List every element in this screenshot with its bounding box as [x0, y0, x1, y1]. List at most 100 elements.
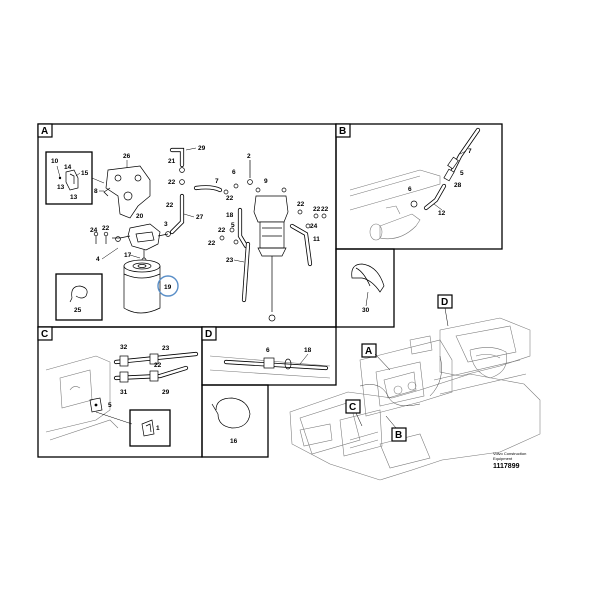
- callout-a-29: 29: [198, 145, 206, 152]
- bolt-set-left: [93, 231, 120, 244]
- overview-tag-b: [391, 427, 407, 442]
- callout-a-22-center2: 22: [208, 240, 216, 247]
- callout-a-9: 9: [264, 178, 268, 185]
- callout-a-17: 17: [124, 252, 132, 259]
- overview-label-c: C: [349, 402, 356, 413]
- callout-c-23: 23: [162, 345, 170, 352]
- callout-a-22-lower: 22: [166, 202, 174, 209]
- callout-a-22-left: 22: [102, 225, 110, 232]
- clip-inset-c: [129, 409, 171, 447]
- mounting-plate-part: [103, 165, 151, 219]
- p-clamp-part: [351, 263, 385, 293]
- panel-30-frame: [335, 248, 395, 328]
- callout-a-11: 11: [313, 236, 320, 243]
- callout-a-4: 4: [96, 256, 100, 263]
- clip-inset-box: [55, 273, 103, 321]
- callout-a-22-right2: 22: [313, 206, 321, 213]
- callout-30: 30: [362, 307, 370, 314]
- footer-reference: Volvo Construction Equipment 1117899: [493, 451, 526, 470]
- callout-a-13b: 13: [70, 194, 78, 201]
- bolt-set-center: [219, 227, 239, 245]
- callout-a-5: 5: [231, 222, 235, 229]
- overview-tag-a: [361, 343, 377, 358]
- callout-a-21: 21: [168, 158, 176, 165]
- bolt-set-right: [289, 209, 327, 267]
- callout-a-22-mid: 22: [168, 179, 176, 186]
- brand-line-2: Equipment: [493, 456, 513, 461]
- panel-a-tag: [37, 123, 53, 138]
- panel-d-label: D: [205, 329, 212, 340]
- callout-c-22: 22: [154, 362, 162, 369]
- fitting-6: [233, 183, 239, 189]
- panel-b-tag: [335, 123, 351, 138]
- panel-d: D 6 18 16: [201, 326, 337, 458]
- panel-c: C 32 23 22 31 29 5: [37, 326, 203, 458]
- callout-a-13: 13: [57, 184, 65, 191]
- callout-d-16: 16: [230, 438, 238, 445]
- callout-a-24-right: 24: [310, 223, 318, 230]
- callout-a-2: 2: [247, 153, 251, 160]
- brand-line-1: Volvo Construction: [493, 451, 526, 456]
- overview-tag-c: [345, 399, 361, 414]
- callout-b-7: 7: [468, 148, 472, 155]
- hose-fittings-b: [410, 156, 459, 211]
- callout-a-14: 14: [64, 164, 72, 171]
- panel-d-lower-frame: [201, 384, 269, 458]
- callout-a-23: 23: [226, 257, 234, 264]
- callout-a-15: 15: [81, 170, 89, 177]
- callout-a-22-sep: 22: [226, 195, 234, 202]
- callout-a-27: 27: [196, 214, 204, 221]
- hose-fitting-top: [169, 147, 185, 185]
- callout-d-18: 18: [304, 347, 312, 354]
- panel-b-label: B: [339, 126, 346, 137]
- overview-label-d: D: [441, 297, 448, 308]
- callout-b-6: 6: [408, 186, 412, 193]
- callout-a-10: 10: [51, 158, 59, 165]
- filter-highlight-ring: [157, 275, 179, 297]
- clip-part-1: [141, 419, 155, 437]
- callout-b-28: 28: [454, 182, 462, 189]
- water-separator-part: [247, 160, 289, 322]
- panel-30: 30: [335, 248, 395, 328]
- callout-a-24: 24: [90, 227, 98, 234]
- callout-c-31: 31: [120, 389, 128, 396]
- filter-head-part: [115, 223, 171, 263]
- clamp-bracket-part: [56, 165, 79, 191]
- reference-number: 1117899: [493, 463, 520, 470]
- callout-a-8: 8: [94, 188, 98, 195]
- panel-b: B 7 5 28 6 12: [335, 123, 503, 250]
- panel-a: A 10 14 13 15 13 26 8: [37, 123, 337, 328]
- machine-overview: D A C B: [289, 294, 541, 481]
- callout-a-19: 19: [164, 284, 172, 291]
- callout-a-22-right1: 22: [297, 201, 305, 208]
- callout-a-22-center: 22: [218, 227, 226, 234]
- clip-c5: [89, 397, 103, 413]
- hose-clip-part: [69, 285, 88, 303]
- panel-c-label: C: [41, 329, 48, 340]
- callout-d-6: 6: [266, 347, 270, 354]
- panel-a-label: A: [41, 126, 48, 137]
- panel-b-frame: [335, 123, 503, 250]
- callout-c-32: 32: [120, 344, 128, 351]
- callout-a-3: 3: [164, 221, 168, 228]
- callout-a-7: 7: [215, 178, 219, 185]
- clamp-d6: [263, 357, 292, 370]
- callout-a-22-right3: 22: [321, 206, 329, 213]
- callout-c-1: 1: [156, 425, 160, 432]
- panel-c-tag: [37, 326, 53, 341]
- panel-d-frame: [201, 326, 337, 386]
- callout-a-18: 18: [226, 212, 234, 219]
- cable-tie-part: [211, 397, 251, 429]
- fuel-filter-part: [123, 259, 161, 314]
- callout-a-25: 25: [74, 307, 82, 314]
- panel-d-tag: [201, 326, 217, 341]
- callout-c-29: 29: [162, 389, 170, 396]
- callout-a-6: 6: [232, 169, 236, 176]
- callout-b-5: 5: [460, 170, 464, 177]
- unions-c: [119, 353, 159, 383]
- callout-c-5: 5: [108, 402, 112, 409]
- callout-a-20: 20: [136, 213, 144, 220]
- callout-a-26: 26: [123, 153, 131, 160]
- callout-b-12: 12: [438, 210, 446, 217]
